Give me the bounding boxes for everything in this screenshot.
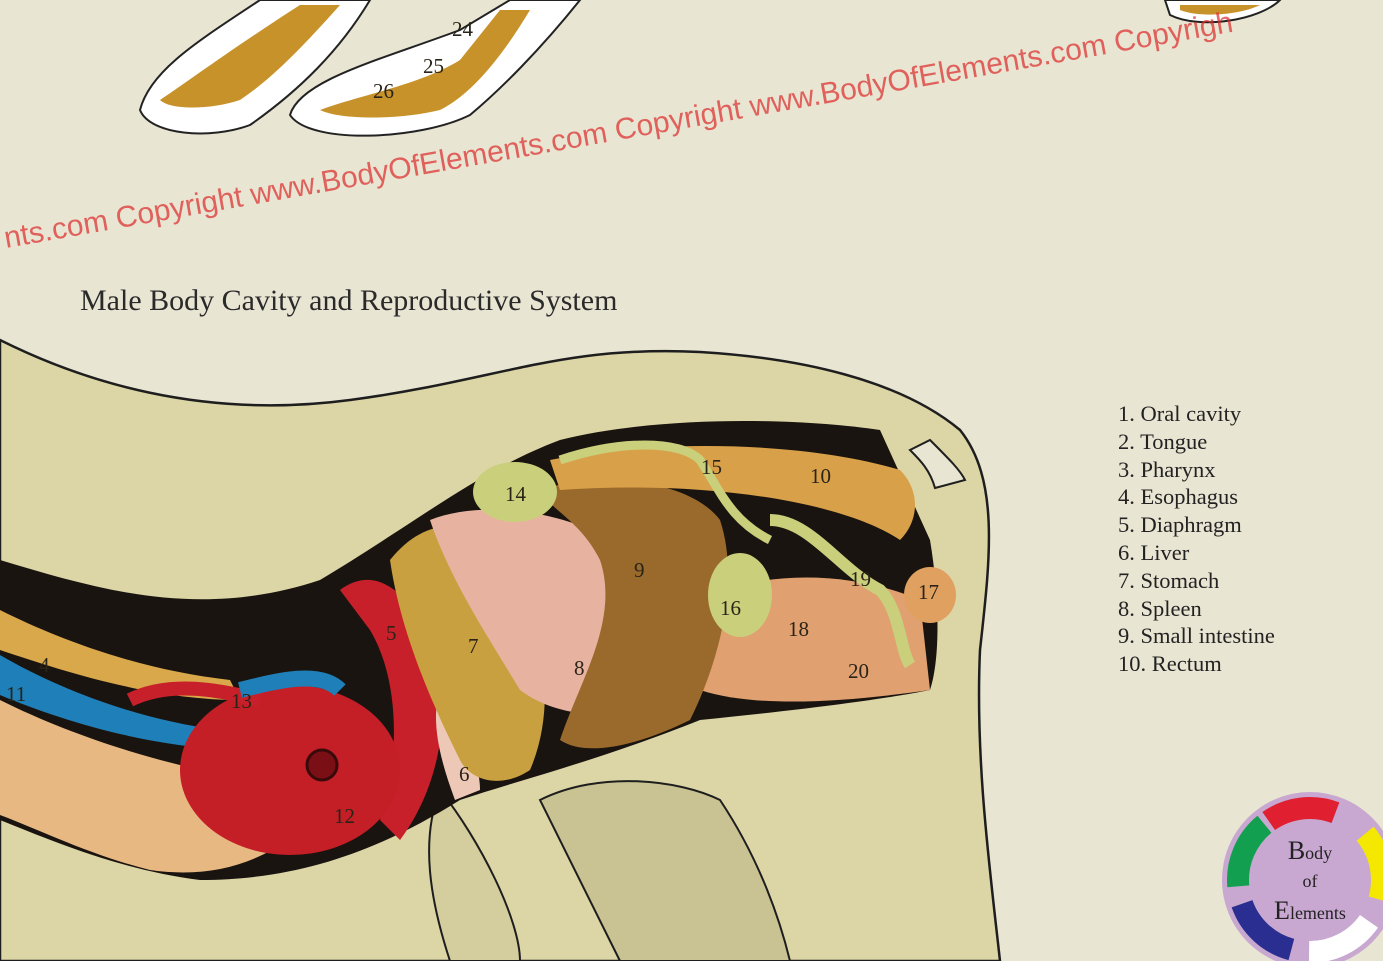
- label-24: 24: [452, 17, 474, 41]
- legend-item: 2. Tongue: [1118, 428, 1208, 454]
- legend-item: 7. Stomach: [1118, 567, 1220, 593]
- legend-item: 6. Liver: [1118, 539, 1190, 565]
- number-labels: 24 25 26 14 15 10 9 19 17 16 18 20 8 7 5…: [6, 17, 939, 828]
- logo-e: E: [1274, 896, 1290, 925]
- label-4: 4: [39, 653, 50, 677]
- logo-lements: lements: [1289, 903, 1346, 923]
- label-10: 10: [810, 464, 831, 488]
- label-7: 7: [468, 634, 479, 658]
- legend-item: 4. Esophagus: [1118, 484, 1238, 510]
- logo-b: B: [1287, 836, 1306, 865]
- hind-feet-illustration: [138, 0, 1282, 137]
- label-18: 18: [788, 617, 809, 641]
- label-12: 12: [334, 804, 355, 828]
- legend-item: 5. Diaphragm: [1118, 512, 1242, 538]
- label-6: 6: [459, 762, 470, 786]
- body-of-elements-logo: [1222, 792, 1383, 961]
- label-5: 5: [386, 621, 397, 645]
- organs: [126, 440, 956, 855]
- label-13: 13: [231, 689, 252, 713]
- label-8: 8: [574, 656, 585, 680]
- label-9: 9: [634, 558, 645, 582]
- label-14: 14: [505, 482, 527, 506]
- legend-item: 8. Spleen: [1118, 595, 1202, 621]
- label-25: 25: [423, 54, 444, 78]
- label-19: 19: [850, 567, 871, 591]
- label-26: 26: [373, 79, 394, 103]
- label-15: 15: [701, 455, 722, 479]
- logo-ody: ody: [1305, 843, 1333, 863]
- page-title: Male Body Cavity and Reproductive System: [80, 284, 618, 317]
- logo-text: Body of Elements: [1260, 836, 1360, 926]
- legend-item: 9. Small intestine: [1118, 623, 1275, 649]
- label-20: 20: [848, 659, 869, 683]
- legend-item: 10. Rectum: [1118, 651, 1222, 677]
- legend: 1. Oral cavity 2. Tongue 3. Pharynx 4. E…: [1118, 400, 1275, 678]
- legend-item: 3. Pharynx: [1118, 456, 1216, 482]
- label-17: 17: [918, 580, 939, 604]
- label-11: 11: [6, 682, 26, 706]
- legend-item: 1. Oral cavity: [1118, 401, 1242, 426]
- label-16: 16: [720, 596, 741, 620]
- logo-of: of: [1302, 871, 1318, 891]
